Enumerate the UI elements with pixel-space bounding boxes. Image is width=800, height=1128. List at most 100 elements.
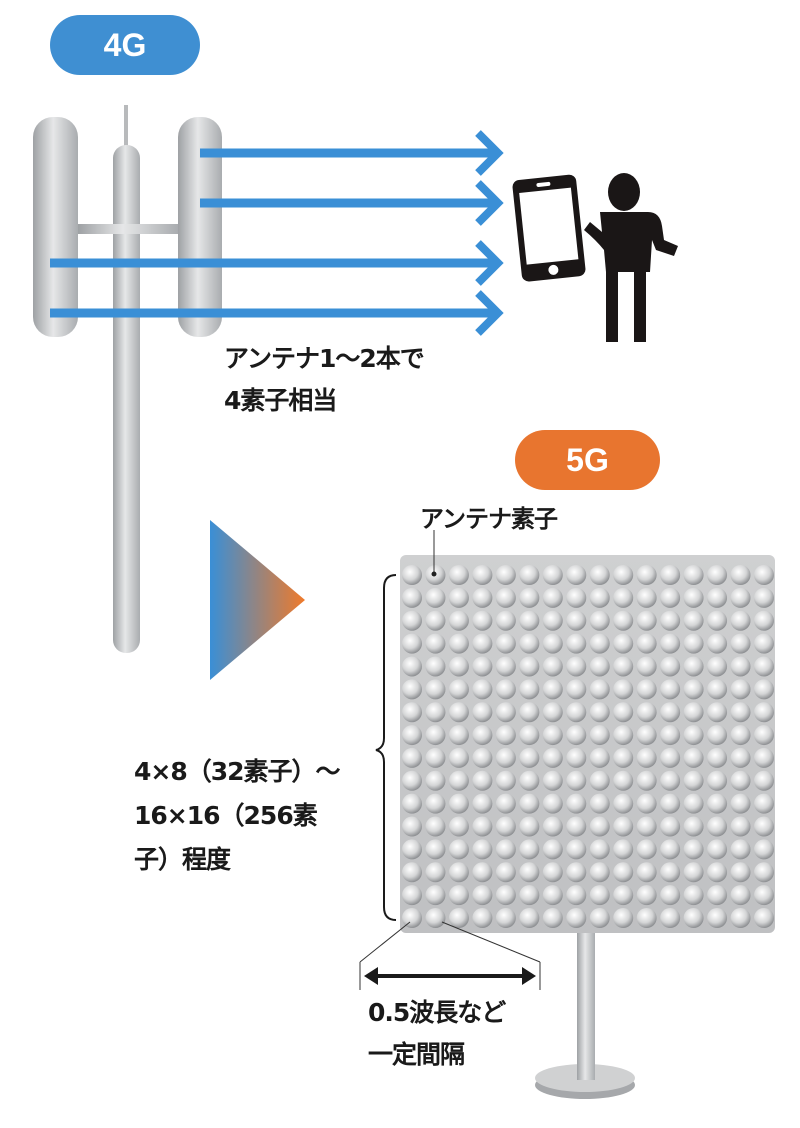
antenna-element: [589, 656, 610, 677]
antenna-element: [448, 565, 469, 585]
antenna-element: [636, 839, 657, 860]
antenna-element: [402, 770, 422, 791]
antenna-element: [660, 862, 681, 883]
antenna-element: [730, 885, 751, 906]
antenna-element: [683, 610, 704, 631]
antenna-element: [589, 839, 610, 860]
antenna-element: [495, 702, 516, 723]
antenna-element: [425, 587, 446, 608]
antenna-element: [589, 587, 610, 608]
antenna-element: [448, 793, 469, 814]
antenna-element: [472, 908, 493, 928]
antenna-element: [495, 908, 516, 928]
antenna-element: [636, 908, 657, 928]
antenna-element: [425, 885, 446, 906]
badge-5g-label: 5G: [566, 441, 609, 478]
antenna-element: [683, 587, 704, 608]
antenna-element: [519, 679, 540, 700]
antenna-element: [613, 793, 634, 814]
antenna-element: [472, 587, 493, 608]
antenna-element: [613, 565, 634, 585]
antenna-element: [425, 793, 446, 814]
antenna-element: [683, 816, 704, 837]
antenna-element: [448, 633, 469, 654]
antenna-element: [448, 747, 469, 768]
antenna-element: [402, 610, 422, 631]
antenna-element: [707, 793, 728, 814]
antenna-element: [660, 587, 681, 608]
spacing-double-arrow: [364, 967, 536, 985]
antenna-element: [472, 702, 493, 723]
antenna-element: [683, 885, 704, 906]
antenna-element: [448, 885, 469, 906]
antenna-element: [589, 770, 610, 791]
antenna-element: [660, 565, 681, 585]
antenna-element: [660, 725, 681, 746]
antenna-element: [402, 862, 422, 883]
4g-tower: [33, 105, 222, 653]
antenna-element: [589, 610, 610, 631]
antenna-element: [707, 862, 728, 883]
antenna-element: [566, 565, 587, 585]
antenna-element: [402, 565, 422, 585]
antenna-element: [542, 839, 563, 860]
antenna-element: [566, 793, 587, 814]
antenna-element: [566, 862, 587, 883]
antenna-element: [754, 839, 774, 860]
antenna-element: [519, 862, 540, 883]
antenna-element: [636, 587, 657, 608]
smartphone-icon: [512, 174, 586, 282]
antenna-element: [589, 908, 610, 928]
antenna-element-label: アンテナ素子: [420, 505, 558, 533]
antenna-element: [683, 908, 704, 928]
antenna-element: [519, 793, 540, 814]
antenna-element: [472, 565, 493, 585]
antenna-element: [566, 908, 587, 928]
signal-arrow: [50, 290, 504, 336]
antenna-element: [448, 816, 469, 837]
antenna-element: [566, 610, 587, 631]
antenna-element: [730, 610, 751, 631]
caption-line: 一定間隔: [368, 1040, 465, 1069]
antenna-element: [542, 679, 563, 700]
antenna-element: [542, 587, 563, 608]
signal-arrow: [50, 240, 504, 286]
antenna-element: [683, 656, 704, 677]
antenna-element: [660, 885, 681, 906]
antenna-element: [707, 656, 728, 677]
antenna-element: [425, 747, 446, 768]
antenna-element: [730, 816, 751, 837]
antenna-element: [613, 725, 634, 746]
antenna-element: [542, 610, 563, 631]
antenna-element: [495, 610, 516, 631]
antenna-element: [589, 633, 610, 654]
antenna-element: [425, 816, 446, 837]
antenna-element: [472, 862, 493, 883]
antenna-element: [683, 793, 704, 814]
antenna-element: [566, 747, 587, 768]
antenna-element: [542, 725, 563, 746]
antenna-element: [613, 816, 634, 837]
antenna-element: [448, 587, 469, 608]
signal-arrow: [200, 130, 504, 176]
antenna-element: [472, 770, 493, 791]
antenna-element: [542, 565, 563, 585]
antenna-element: [683, 565, 704, 585]
antenna-element: [472, 816, 493, 837]
badge-4g-label: 4G: [103, 26, 147, 63]
antenna-element: [613, 885, 634, 906]
antenna-element: [589, 725, 610, 746]
antenna-element: [613, 656, 634, 677]
antenna-element: [402, 656, 422, 677]
antenna-element: [730, 565, 751, 585]
antenna-element: [707, 770, 728, 791]
antenna-element: [402, 839, 422, 860]
antenna-element: [402, 747, 422, 768]
antenna-element: [730, 702, 751, 723]
antenna-element: [566, 587, 587, 608]
element-leader-dot: [431, 571, 437, 577]
antenna-element: [707, 908, 728, 928]
antenna-element: [519, 747, 540, 768]
antenna-element: [707, 839, 728, 860]
antenna-element: [425, 770, 446, 791]
